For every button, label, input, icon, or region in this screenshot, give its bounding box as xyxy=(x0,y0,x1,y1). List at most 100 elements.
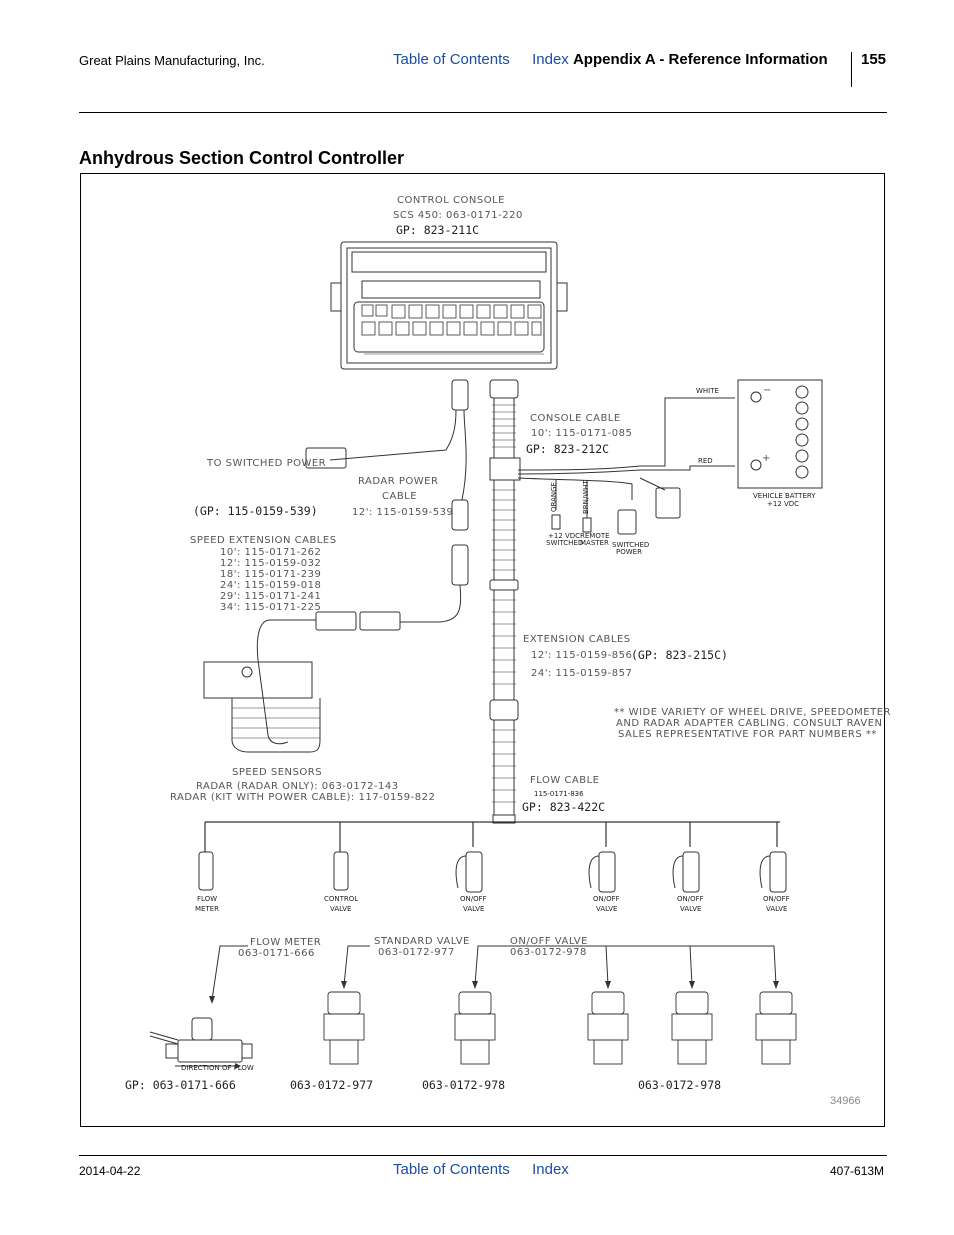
label-conn-5-a: ON/OFF xyxy=(763,895,790,903)
label-orange: ORANGE xyxy=(550,482,558,512)
header-company: Great Plains Manufacturing, Inc. xyxy=(79,53,265,68)
label-flow-cable-pn: 115-0171-836 xyxy=(534,790,584,798)
footer-links: Table of Contents Index xyxy=(393,1161,569,1178)
label-red: RED xyxy=(698,457,713,465)
main-cable-stack xyxy=(489,379,521,824)
control-console xyxy=(330,241,568,370)
header-rule xyxy=(79,112,887,113)
label-note-2: AND RADAR ADAPTER CABLING. CONSULT RAVEN xyxy=(616,718,883,729)
label-speed-ext-5: 34': 115-0171-225 xyxy=(220,602,321,613)
label-speed-ext-1: 12': 115-0159-032 xyxy=(220,558,321,569)
label-gp-823-212c: GP: 823-212C xyxy=(526,442,609,456)
radar-power-cable xyxy=(305,379,469,586)
label-conn-5-b: VALVE xyxy=(766,905,787,913)
label-note-3: SALES REPRESENTATIVE FOR PART NUMBERS ** xyxy=(618,729,877,740)
console-keypad xyxy=(361,304,542,336)
header-links: Table of Contents Index Appendix A - Ref… xyxy=(393,51,828,68)
label-speed-sensors: SPEED SENSORS xyxy=(232,767,322,778)
label-note-1: ** WIDE VARIETY OF WHEEL DRIVE, SPEEDOME… xyxy=(614,707,891,718)
label-flow-meter-pn: 063-0171-666 xyxy=(238,948,315,959)
label-conn-2-a: ON/OFF xyxy=(460,895,487,903)
label-console-cable: CONSOLE CABLE xyxy=(530,413,621,424)
svg-text:−: − xyxy=(763,385,772,396)
label-remote-2: MASTER xyxy=(580,539,609,547)
footer-toc-link[interactable]: Table of Contents xyxy=(393,1161,510,1178)
diagram-frame xyxy=(80,173,885,1127)
label-conn-1-b: VALVE xyxy=(330,905,351,913)
label-gp-823-422c: GP: 823-422C xyxy=(522,800,605,814)
switched-power-connector xyxy=(655,487,681,519)
label-speed-extension: SPEED EXTENSION CABLES xyxy=(190,535,337,546)
label-flow-cable: FLOW CABLE xyxy=(530,775,599,786)
header-toc-link[interactable]: Table of Contents xyxy=(393,51,510,68)
part-063-0172-978-b: 063-0172-978 xyxy=(638,1078,721,1092)
label-conn-0-b: METER xyxy=(195,905,219,913)
label-12vdc-sw-1: +12 VDC xyxy=(548,532,580,540)
label-conn-1-a: CONTROL xyxy=(324,895,358,903)
label-vehicle-battery: VEHICLE BATTERY xyxy=(753,492,816,500)
label-to-switched-power: TO SWITCHED POWER xyxy=(206,458,326,469)
label-speed-ext-2: 18': 115-0171-239 xyxy=(220,569,321,580)
label-conn-4-a: ON/OFF xyxy=(677,895,704,903)
label-switched-power-2: POWER xyxy=(616,548,642,556)
label-direction-of-flow: DIRECTION OF FLOW xyxy=(181,1064,254,1072)
figure-number: 34966 xyxy=(830,1095,861,1107)
label-conn-2-b: VALVE xyxy=(463,905,484,913)
red-wire xyxy=(517,465,735,475)
part-063-0172-978-a: 063-0172-978 xyxy=(422,1078,505,1092)
page-number: 155 xyxy=(861,51,887,68)
label-scs450: SCS 450: 063-0171-220 xyxy=(393,210,523,221)
label-speed-ext-3: 24': 115-0159-018 xyxy=(220,580,321,591)
label-control-console: CONTROL CONSOLE xyxy=(397,195,505,206)
label-radar-power: RADAR POWER xyxy=(358,476,438,487)
label-standard-valve: STANDARD VALVE xyxy=(374,936,470,947)
part-063-0172-977: 063-0172-977 xyxy=(290,1078,373,1092)
label-radar-power-pn: 12': 115-0159-539 xyxy=(352,507,453,518)
white-wire xyxy=(517,397,735,471)
speed-sensor xyxy=(203,661,321,753)
footer-rule xyxy=(79,1155,887,1156)
label-white: WHITE xyxy=(696,387,719,395)
label-gp-115-0159-539: (GP: 115-0159-539) xyxy=(193,504,318,518)
diagram-labels: CONTROL CONSOLE SCS 450: 063-0171-220 GP… xyxy=(125,195,891,1092)
label-12vdc-sw-2: SWITCHED xyxy=(546,539,583,547)
label-onoff-valve-pn: 063-0172-978 xyxy=(510,947,587,958)
label-ext-12: 12': 115-0159-856 xyxy=(531,650,632,661)
label-console-cable-pn: 10': 115-0171-085 xyxy=(531,428,632,439)
vehicle-battery xyxy=(737,379,823,489)
footer-date: 2014-04-22 xyxy=(79,1164,141,1178)
label-12vdc: +12 VDC xyxy=(767,500,799,508)
label-ext-24: 24': 115-0159-857 xyxy=(531,668,632,679)
label-gp-823-211c: GP: 823-211C xyxy=(396,223,479,237)
svg-text:+: + xyxy=(762,453,771,464)
label-radar-only: RADAR (RADAR ONLY): 063-0172-143 xyxy=(196,781,399,792)
label-conn-3-a: ON/OFF xyxy=(593,895,620,903)
label-radar-power-cable: CABLE xyxy=(382,491,417,502)
footer-doc-number: 407-613M xyxy=(830,1164,885,1178)
label-switched-power-1: SWITCHED xyxy=(612,541,649,549)
label-extension-cables: EXTENSION CABLES xyxy=(523,634,631,645)
label-conn-0-a: FLOW xyxy=(197,895,217,903)
label-conn-4-b: VALVE xyxy=(680,905,701,913)
speed-extension-cable xyxy=(400,584,462,623)
header-section: Appendix A - Reference Information xyxy=(572,51,828,68)
footer-index-link[interactable]: Index xyxy=(532,1161,569,1178)
label-onoff-valve: ON/OFF VALVE xyxy=(510,936,588,947)
connector-drops xyxy=(198,851,787,893)
label-speed-ext-0: 10': 115-0171-262 xyxy=(220,547,321,558)
label-speed-ext-4: 29': 115-0171-241 xyxy=(220,591,321,602)
label-flow-meter: FLOW METER xyxy=(250,937,321,948)
label-standard-valve-pn: 063-0172-977 xyxy=(378,947,455,958)
label-conn-3-b: VALVE xyxy=(596,905,617,913)
label-gp-823-215c: (GP: 823-215C) xyxy=(631,648,728,662)
part-gp-063-0171-666: GP: 063-0171-666 xyxy=(125,1078,236,1092)
label-radar-kit: RADAR (KIT WITH POWER CABLE): 117-0159-8… xyxy=(170,792,435,803)
header-divider xyxy=(851,52,852,87)
page-title: Anhydrous Section Control Controller xyxy=(79,148,405,168)
header-index-link[interactable]: Index xyxy=(532,51,569,68)
label-brn-wht: BRN/WHT xyxy=(582,480,590,514)
flow-meter-device xyxy=(149,1017,253,1069)
label-remote-1: REMOTE xyxy=(580,532,610,540)
valve-devices xyxy=(323,991,797,1065)
